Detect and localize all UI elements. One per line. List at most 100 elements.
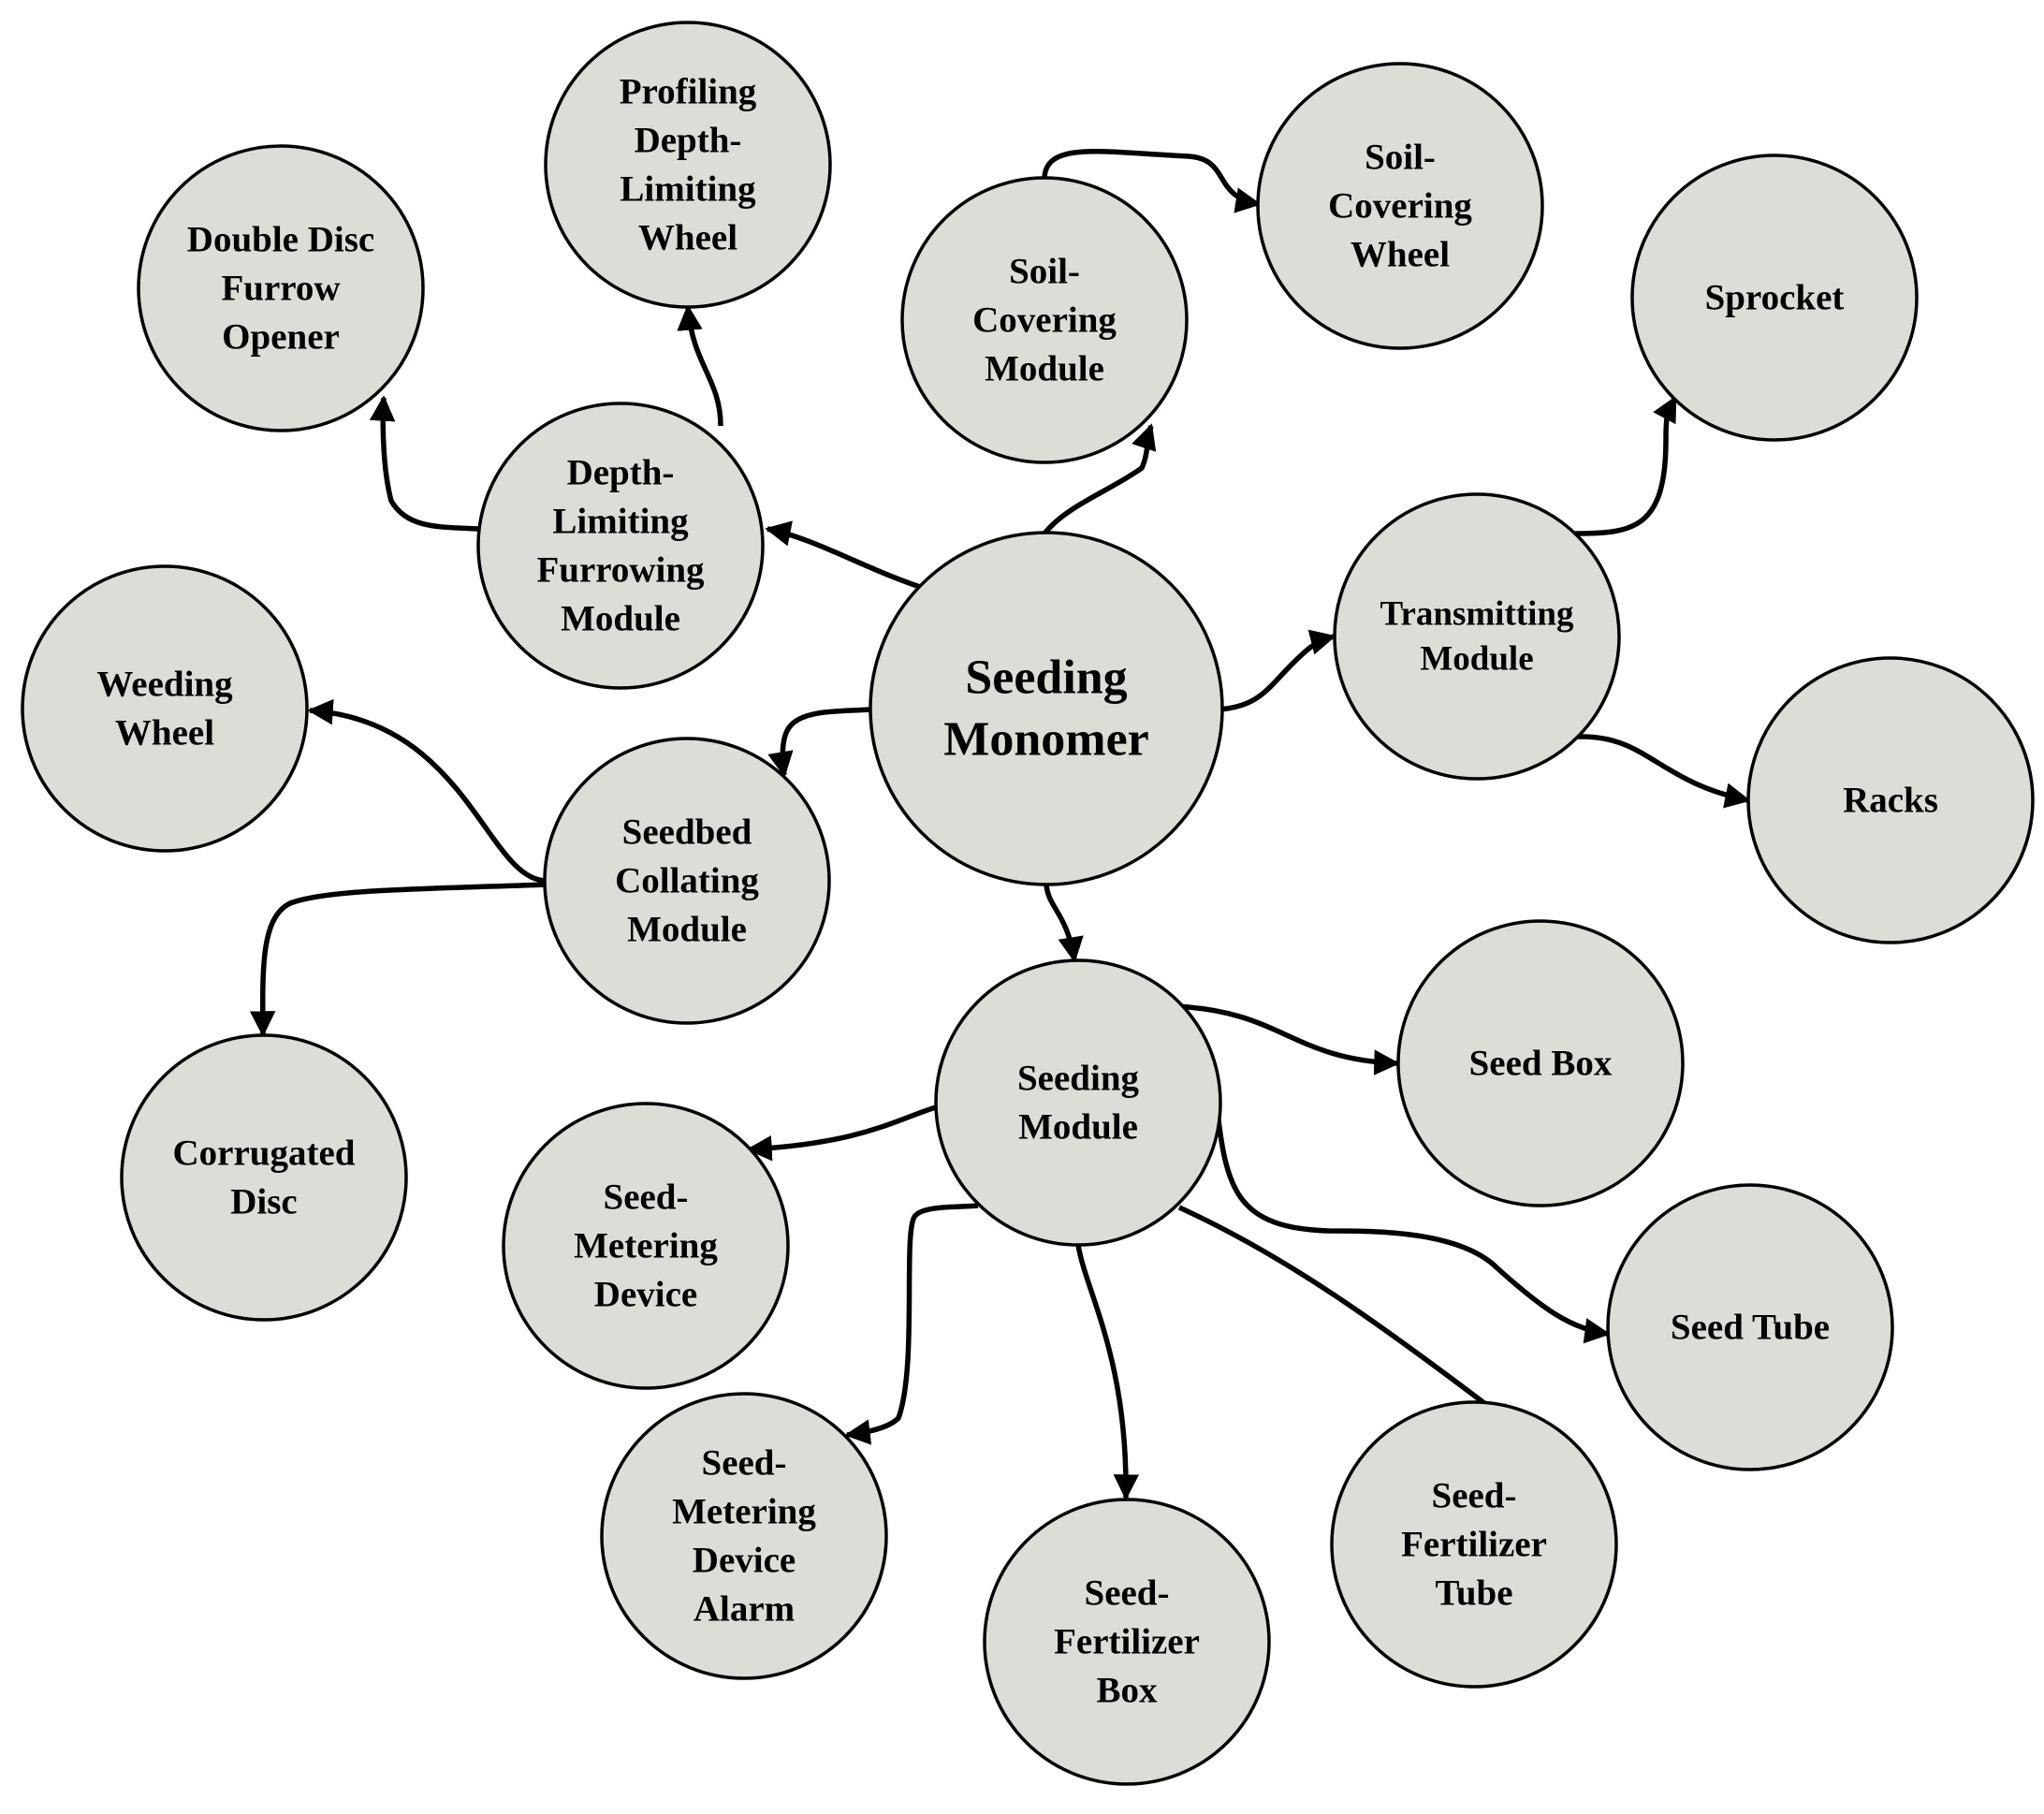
node-label-line: Module [627, 910, 747, 950]
node-circle [21, 564, 309, 853]
node-label-line: Box [1096, 1671, 1158, 1711]
arrow-seeding-module-to-seed-fertilizer-tube [1177, 1205, 1519, 1430]
node-sprocket: Sprocket [1630, 154, 1919, 442]
node-label-line: Furrowing [536, 550, 705, 591]
node-circle [1746, 656, 2035, 944]
node-circle [1606, 1183, 1894, 1471]
node-circle [502, 1102, 790, 1390]
node-label-line: Fertilizer [1054, 1622, 1200, 1662]
arrow-depth-limiting-furrowing-module-to-double-disc-furrow-opener [369, 395, 480, 532]
arrow-seedbed-collating-module-to-weeding-wheel [307, 698, 548, 884]
node-label-line: Monomer [943, 713, 1148, 767]
node-label-line: Seed- [604, 1178, 689, 1218]
arrow-seeding-module-to-seed-metering-device [746, 1104, 937, 1162]
node-label-line: Seed Box [1469, 1044, 1613, 1084]
node-label-line: Soil- [1365, 138, 1436, 178]
node-label-line: Seed- [702, 1443, 787, 1484]
node-label-line: Covering [972, 300, 1117, 341]
arrow-seeding-monomer-to-soil-covering-module [1042, 423, 1157, 535]
node-racks: Racks [1746, 656, 2035, 944]
node-circle [934, 958, 1222, 1247]
node-label-line: Tube [1435, 1573, 1512, 1614]
arrow-seeding-module-to-seed-fertilizer-box [1075, 1244, 1140, 1500]
node-label-line: Corrugated [173, 1134, 356, 1174]
node-label-line: Seedbed [622, 812, 752, 853]
node-label-line: Disc [230, 1182, 298, 1222]
node-circle [1256, 62, 1544, 350]
node-label-line: Covering [1328, 186, 1472, 227]
node-label-line: Module [561, 599, 680, 639]
node-seed-box: Seed Box [1396, 919, 1685, 1207]
arrow-seeding-module-to-seed-metering-device-alarm [844, 1203, 979, 1445]
node-label-line: Weeding [96, 665, 233, 705]
arrow-seeding-monomer-to-transmitting-module [1218, 629, 1336, 712]
node-label-line: Device [594, 1275, 697, 1315]
node-label-line: Device [693, 1541, 796, 1581]
node-label-line: Seed- [1085, 1573, 1170, 1614]
node-circle [900, 176, 1189, 464]
node-circle [137, 144, 425, 432]
arrow-seeding-module-to-seed-tube [1214, 1104, 1611, 1344]
node-label-line: Metering [574, 1226, 718, 1266]
node-label-line: Limiting [620, 169, 756, 210]
node-label-line: Transmitting [1380, 595, 1574, 634]
node-label-line: Fertilizer [1401, 1525, 1547, 1565]
node-circle [869, 531, 1224, 886]
node-circle [544, 21, 832, 309]
arrow-depth-limiting-furrowing-module-to-profiling-depth-limiting-wheel [677, 304, 723, 427]
node-circle [120, 1033, 408, 1322]
arrow-seeding-monomer-to-depth-limiting-furrowing-module [765, 520, 924, 591]
node-label-line: Wheel [115, 713, 214, 753]
node-label-line: Double Disc [187, 220, 374, 260]
node-circle [1330, 1400, 1618, 1689]
arrow-soil-covering-module-to-soil-covering-wheel [1042, 149, 1262, 213]
node-label-line: Depth- [635, 121, 742, 161]
arrow-seeding-module-to-seed-box [1174, 1003, 1400, 1075]
node-circle [543, 737, 831, 1025]
node-label-line: Sprocket [1705, 278, 1845, 318]
node-label-line: Seeding [965, 651, 1127, 705]
nodes-layer: SeedingMonomerDepth-LimitingFurrowingMod… [21, 21, 2035, 1786]
node-label-line: Collating [615, 861, 759, 901]
node-label-line: Alarm [694, 1589, 795, 1630]
node-label-line: Wheel [1350, 235, 1450, 275]
node-label-line: Seeding [1017, 1059, 1140, 1099]
node-label-line: Profiling [620, 72, 757, 112]
arrow-seedbed-collating-module-to-corrugated-disc [249, 882, 548, 1037]
node-label-line: Limiting [552, 502, 689, 542]
node-label-line: Opener [222, 317, 340, 358]
node-circle [476, 402, 765, 690]
node-label-line: Depth- [567, 453, 675, 493]
node-label-line: Seed- [1432, 1476, 1517, 1516]
node-label-line: Module [1420, 640, 1533, 679]
node-circle [1333, 492, 1621, 781]
edges-layer [249, 149, 1751, 1500]
node-circle [983, 1498, 1271, 1786]
node-label-line: Seed Tube [1671, 1308, 1830, 1348]
node-label-line: Wheel [638, 218, 737, 258]
node-circle [600, 1392, 888, 1680]
node-circle [1630, 154, 1919, 442]
node-label-line: Module [1018, 1107, 1138, 1148]
node-seed-tube: Seed Tube [1606, 1183, 1894, 1471]
node-label-line: Module [985, 349, 1104, 389]
arrow-transmitting-module-to-sprocket [1574, 395, 1678, 536]
arrow-transmitting-module-to-racks [1577, 734, 1751, 809]
node-label-line: Racks [1843, 781, 1938, 821]
